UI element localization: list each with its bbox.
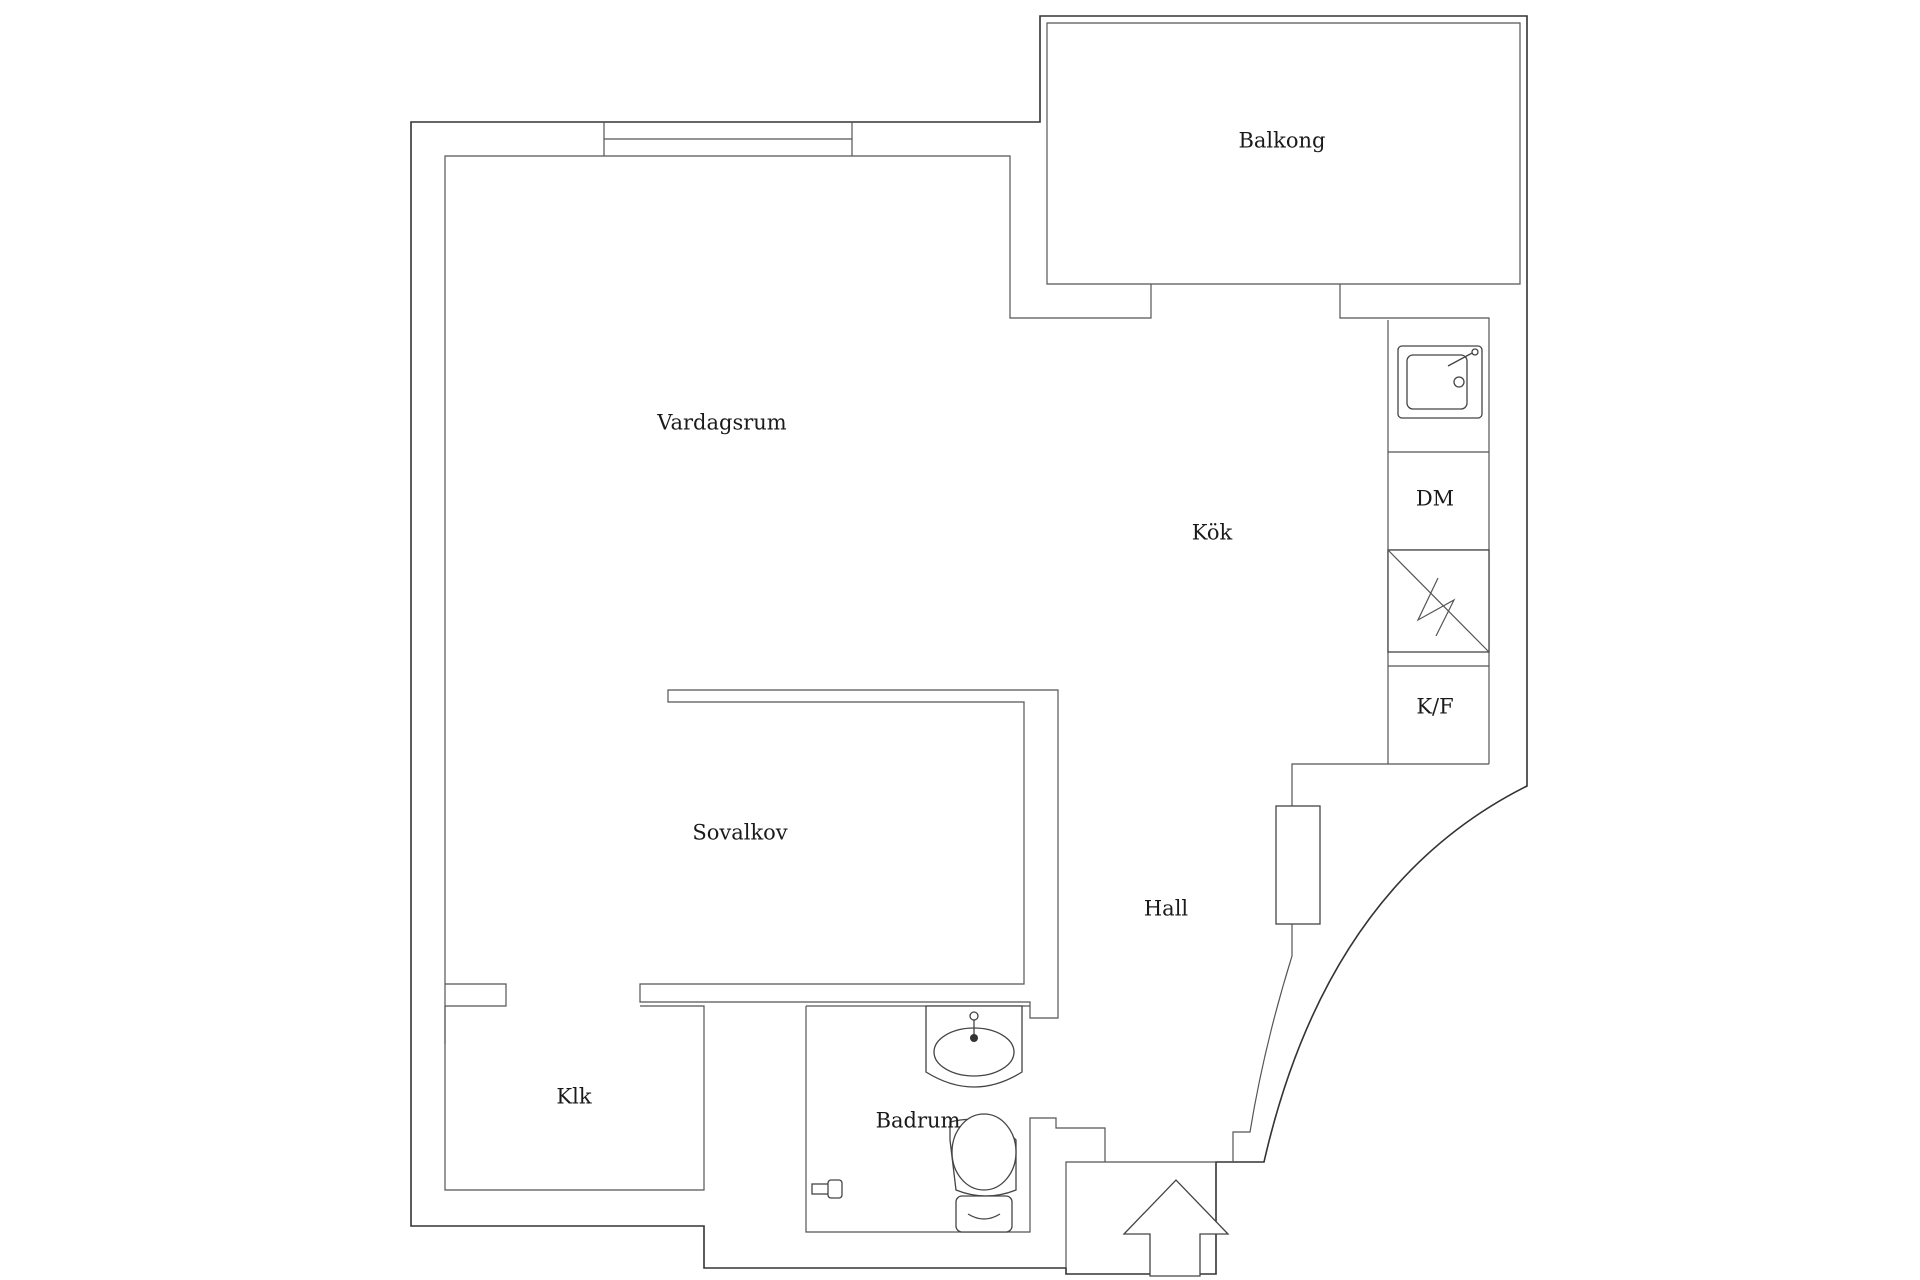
toilet-icon [949, 1113, 1017, 1233]
label-hall: Hall [1144, 897, 1189, 921]
label-vardagsrum: Vardagsrum [656, 411, 787, 435]
hall-wardrobe [1275, 805, 1321, 925]
room-labels: Balkong Vardagsrum Kök DM K/F Sovalkov H… [556, 129, 1454, 1133]
stove-icon [1387, 549, 1490, 653]
label-kok: Kök [1192, 521, 1233, 545]
label-balkong: Balkong [1238, 129, 1325, 153]
sink-icon [1397, 345, 1483, 419]
wash-basin-icon [925, 1005, 1023, 1088]
label-badrum: Badrum [876, 1109, 961, 1133]
inner-walls [444, 22, 1521, 1268]
outer-walls [410, 15, 1528, 1275]
label-dm: DM [1416, 487, 1454, 511]
label-kf: K/F [1416, 695, 1453, 719]
radiator-icon [811, 1179, 843, 1199]
entrance-arrow-icon [1122, 1179, 1230, 1277]
label-sovalkov: Sovalkov [692, 821, 787, 845]
label-klk: Klk [556, 1085, 591, 1109]
